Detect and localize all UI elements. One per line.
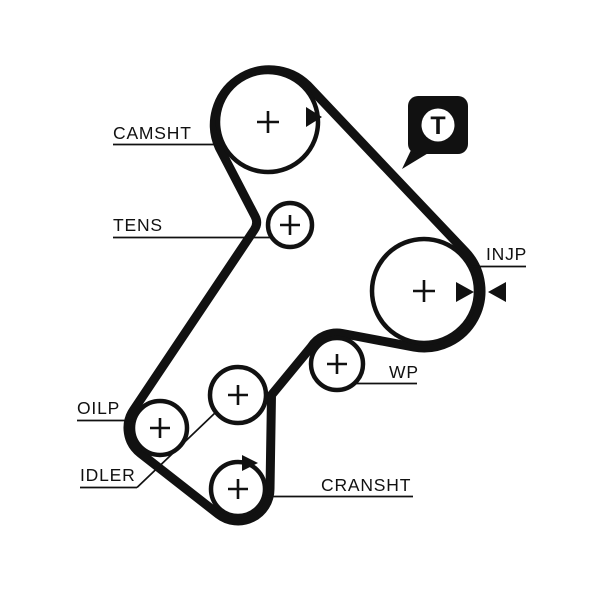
label-idler: IDLER bbox=[80, 465, 136, 485]
t-badge-circle bbox=[421, 108, 455, 142]
idler-center-mark bbox=[228, 385, 248, 405]
label-water-pump: WP bbox=[389, 362, 419, 382]
injp-timing-arrow-right-icon bbox=[488, 282, 506, 302]
label-oil-pump: OILP bbox=[77, 398, 120, 418]
label-crankshaft: CRANSHT bbox=[321, 475, 411, 495]
oil-pump-center-mark bbox=[150, 418, 170, 438]
tensioner-center-mark bbox=[280, 215, 300, 235]
timing-marks bbox=[242, 107, 506, 471]
label-camshaft: CAMSHT bbox=[113, 123, 192, 143]
water-pump-center-mark bbox=[327, 354, 347, 374]
labels: CAMSHT TENS INJP WP OILP IDLER CRANSHT bbox=[77, 123, 527, 498]
t-badge: T bbox=[402, 96, 468, 169]
label-tensioner: TENS bbox=[113, 215, 163, 235]
t-badge-letter: T bbox=[430, 112, 445, 140]
cam-timing-arrow-icon bbox=[306, 107, 322, 127]
belt-path bbox=[123, 65, 486, 526]
injection-pump-center-mark bbox=[413, 280, 435, 302]
crankshaft-center-mark bbox=[228, 479, 248, 499]
timing-belt bbox=[123, 65, 486, 526]
camshaft-center-mark bbox=[257, 111, 279, 133]
crank-timing-arrow-icon bbox=[242, 455, 258, 471]
leader-idler-diagonal bbox=[136, 411, 217, 489]
pulleys bbox=[130, 69, 479, 519]
injp-timing-arrow-left-icon bbox=[456, 282, 474, 302]
label-injection-pump: INJP bbox=[486, 244, 527, 264]
